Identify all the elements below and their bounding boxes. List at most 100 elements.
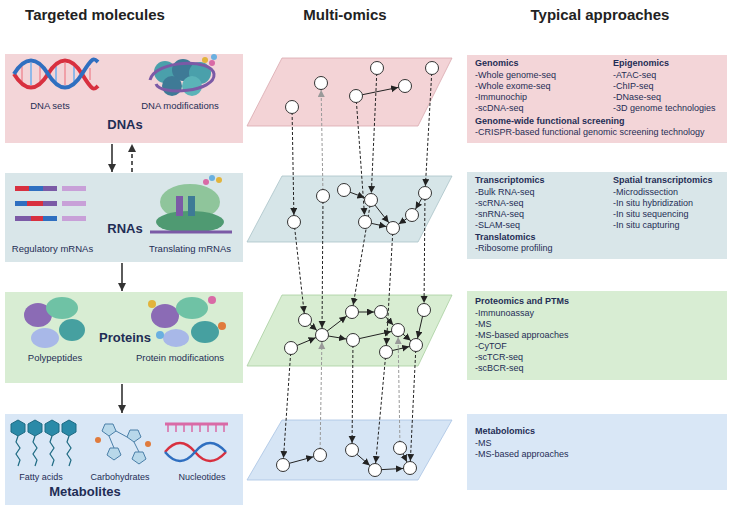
network-edge — [398, 330, 416, 345]
network-node — [346, 444, 359, 457]
carbohydrate-chain — [102, 424, 116, 436]
dna-helix — [14, 59, 98, 88]
modified-proteins — [218, 322, 226, 330]
panel-heading: Epigenomics — [613, 58, 725, 69]
ribosome — [176, 196, 183, 216]
network-node — [277, 459, 290, 472]
modified-proteins — [163, 329, 189, 347]
network-node — [277, 62, 439, 477]
network-node — [399, 80, 412, 93]
omics-layer — [247, 58, 452, 480]
network-edge — [400, 448, 410, 468]
network-node — [371, 62, 384, 75]
nucleotides — [191, 424, 193, 432]
panel-text: Carbohydrates — [77, 472, 163, 483]
regulatory-rna — [15, 186, 29, 191]
carbohydrate-chain — [145, 441, 151, 447]
nucleotides — [215, 424, 217, 432]
regulatory-rna — [62, 186, 86, 191]
panel-heading: Metabolomics — [475, 426, 715, 437]
panel: Transcriptomics-Bulk RNA-seq-scRNA-seq-s… — [467, 172, 727, 259]
layer-link — [352, 200, 371, 312]
panel-heading: DNAs — [85, 117, 165, 133]
panel: Metabolomics-MS-MS-based approaches — [467, 414, 727, 490]
carbohydrate-chain — [95, 424, 151, 464]
layer-link — [424, 193, 425, 310]
nucleosome — [162, 76, 182, 96]
network-edge — [283, 86, 425, 470]
dna-helix — [22, 63, 90, 85]
panel-text: -Whole genome-seq — [475, 70, 611, 81]
nucleotides — [223, 424, 225, 432]
network-edge — [322, 312, 352, 335]
panel-text: -Ribosome profiling — [475, 243, 611, 254]
network-edge — [353, 330, 398, 340]
layer-link — [425, 68, 432, 193]
network-node — [387, 222, 400, 235]
panel-text: -Immunoassay — [475, 308, 715, 319]
panel-text: Protein modifications — [120, 352, 240, 363]
fatty-acids — [33, 436, 37, 466]
modified-proteins — [191, 321, 219, 343]
polypeptides — [59, 319, 85, 341]
panel-text: -SLAM-seq — [475, 220, 611, 231]
layer-link — [283, 68, 432, 470]
regulatory-rna — [31, 216, 43, 221]
flow-arrow — [131, 144, 133, 172]
panel-heading: Translatomics — [475, 232, 611, 243]
regulatory-rna — [29, 186, 43, 191]
network-edge — [416, 310, 424, 345]
network-edge — [386, 345, 416, 352]
panel-text: -scBCR-seq — [475, 363, 715, 374]
panel-text: Nucleotides — [163, 472, 241, 483]
column-heading: Multi-omics — [235, 6, 455, 23]
feedback-link — [320, 83, 400, 455]
panel-heading: Proteins — [70, 330, 180, 346]
network-edge — [375, 468, 410, 470]
carbohydrate-chain — [107, 448, 121, 460]
nucleotides — [183, 424, 185, 432]
network-edge — [283, 455, 320, 465]
fatty-acids — [50, 436, 54, 466]
network-node — [346, 306, 359, 319]
ribosome — [156, 211, 224, 233]
feedback-link — [398, 330, 400, 448]
fatty-acids — [11, 420, 76, 466]
network-node — [314, 449, 327, 462]
nucleotides — [168, 424, 224, 432]
network-node — [299, 314, 312, 327]
network-edge — [352, 450, 375, 470]
nucleotides — [165, 424, 228, 461]
carbohydrate-chain — [102, 424, 146, 464]
polypeptides — [46, 297, 78, 319]
panel-text: -CRISPR-based functional genomic screeni… — [475, 127, 723, 138]
ribosome — [209, 175, 215, 181]
panel-text: DNA sets — [10, 100, 90, 111]
dna-helix — [89, 68, 91, 80]
regulatory-rna — [43, 186, 57, 191]
network-node — [286, 101, 299, 114]
omics-layer — [247, 295, 452, 366]
fatty-acids — [16, 436, 71, 466]
panel-text: -MS — [475, 319, 715, 330]
panel: Fatty acidsCarbohydratesNucleotidesMetab… — [5, 414, 243, 505]
carbohydrate-chain — [95, 437, 101, 443]
carbohydrate-chain — [127, 430, 141, 442]
regulatory-rna — [62, 201, 86, 206]
ribosome — [160, 184, 220, 220]
network-node — [369, 464, 382, 477]
panel: Proteomics and PTMs-Immunoassay-MS-MS-ba… — [467, 291, 727, 380]
network-edge — [344, 190, 371, 200]
network-node — [317, 190, 330, 203]
network-node — [350, 90, 363, 103]
panel-heading: Proteomics and PTMs — [475, 296, 715, 307]
nucleotides — [165, 443, 226, 461]
layer-link — [371, 68, 377, 200]
layer-link — [386, 228, 393, 352]
dna-helix — [73, 66, 75, 82]
network-node — [392, 324, 405, 337]
ribosome — [188, 196, 195, 216]
dna-helix — [14, 59, 98, 87]
fatty-acids — [11, 420, 76, 436]
panel-text: -Bulk RNA-seq — [475, 187, 611, 198]
